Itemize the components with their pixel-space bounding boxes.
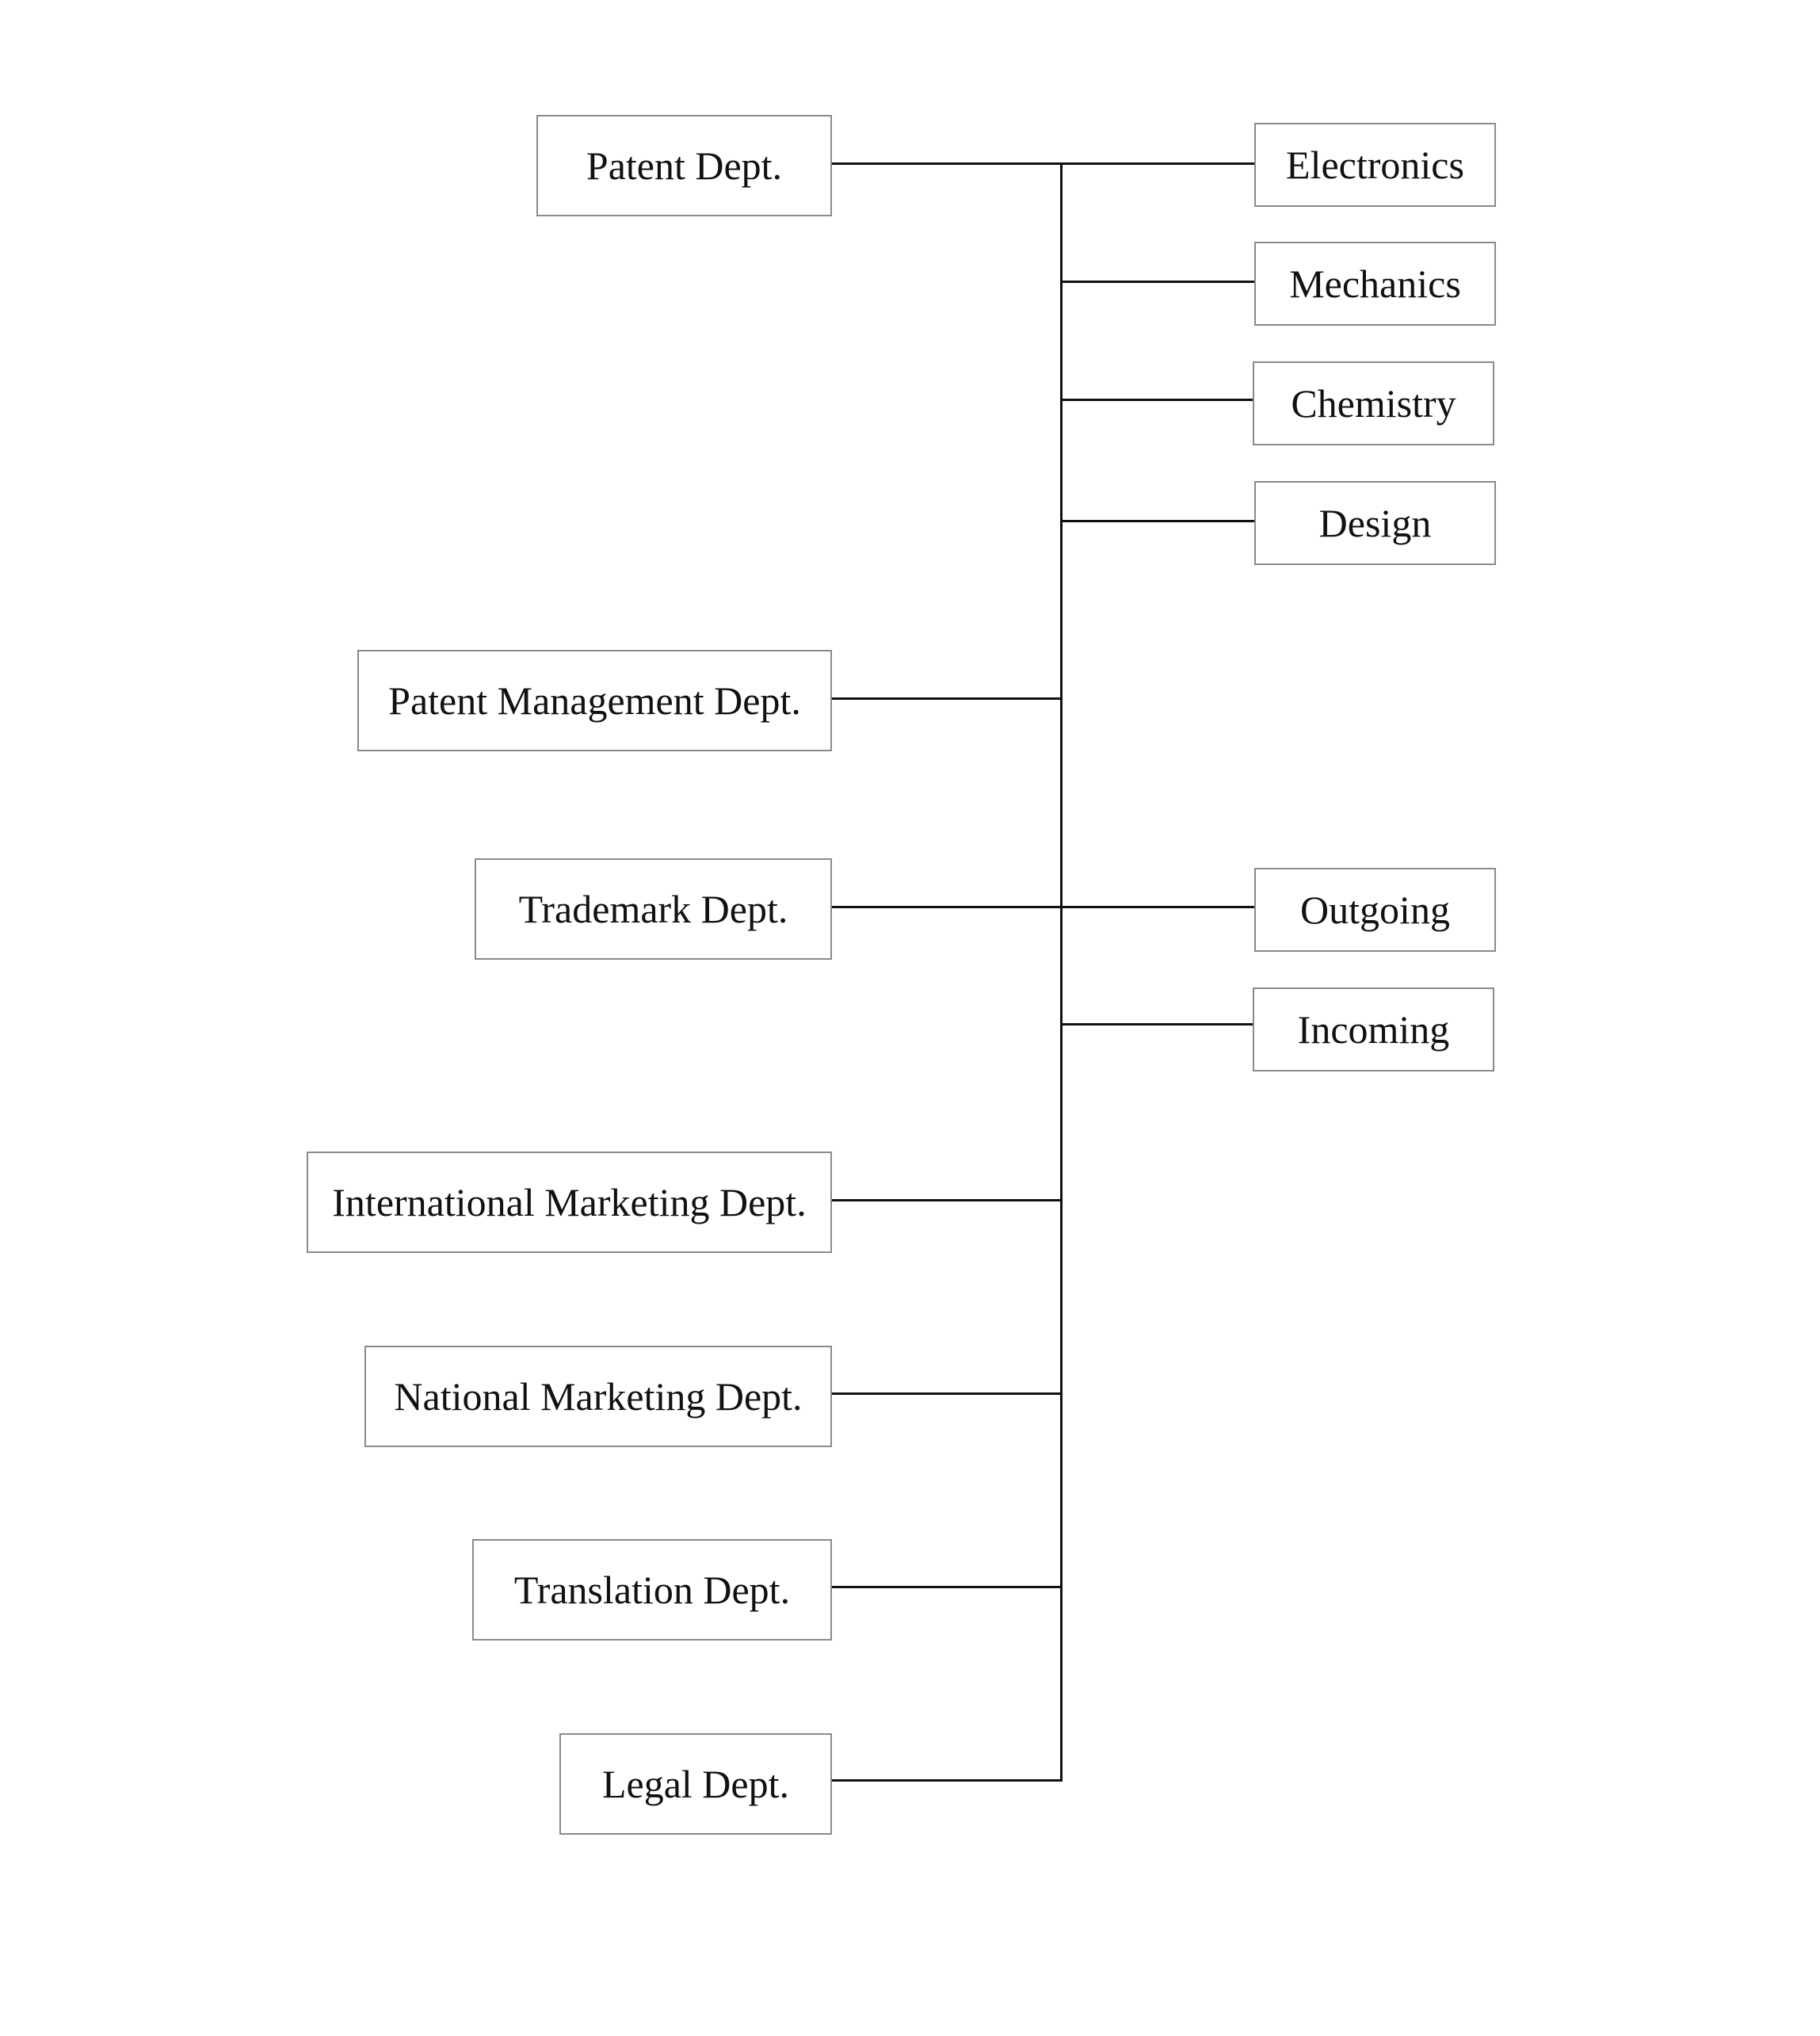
box-legal-dept: Legal Dept. (559, 1733, 832, 1835)
box-patent-dept: Patent Dept. (536, 115, 832, 216)
box-electronics: Electronics (1254, 123, 1496, 207)
connector-outgoing (1060, 906, 1254, 908)
box-trademark-dept: Trademark Dept. (475, 858, 832, 960)
connector-electronics (1060, 162, 1254, 165)
box-incoming: Incoming (1253, 987, 1494, 1071)
connector-legal-dept (832, 1779, 1063, 1782)
connector-mechanics (1060, 281, 1254, 283)
connector-patent-dept (832, 162, 1063, 165)
box-chemistry: Chemistry (1253, 361, 1494, 445)
connector-incoming (1060, 1023, 1254, 1026)
connector-trademark-dept (832, 906, 1063, 908)
box-outgoing: Outgoing (1254, 868, 1496, 952)
connector-patent-management-dept (832, 697, 1063, 700)
box-translation-dept: Translation Dept. (472, 1539, 832, 1641)
box-international-marketing-dept: International Marketing Dept. (307, 1152, 832, 1253)
trunk-line (1060, 163, 1063, 1779)
box-design: Design (1254, 481, 1496, 565)
box-mechanics: Mechanics (1254, 242, 1496, 326)
connector-design (1060, 520, 1254, 522)
connector-translation-dept (832, 1586, 1063, 1588)
connector-national-marketing-dept (832, 1392, 1063, 1395)
connector-international-marketing-dept (832, 1199, 1063, 1201)
connector-chemistry (1060, 399, 1254, 401)
box-national-marketing-dept: National Marketing Dept. (364, 1346, 832, 1447)
box-patent-management-dept: Patent Management Dept. (357, 650, 832, 751)
